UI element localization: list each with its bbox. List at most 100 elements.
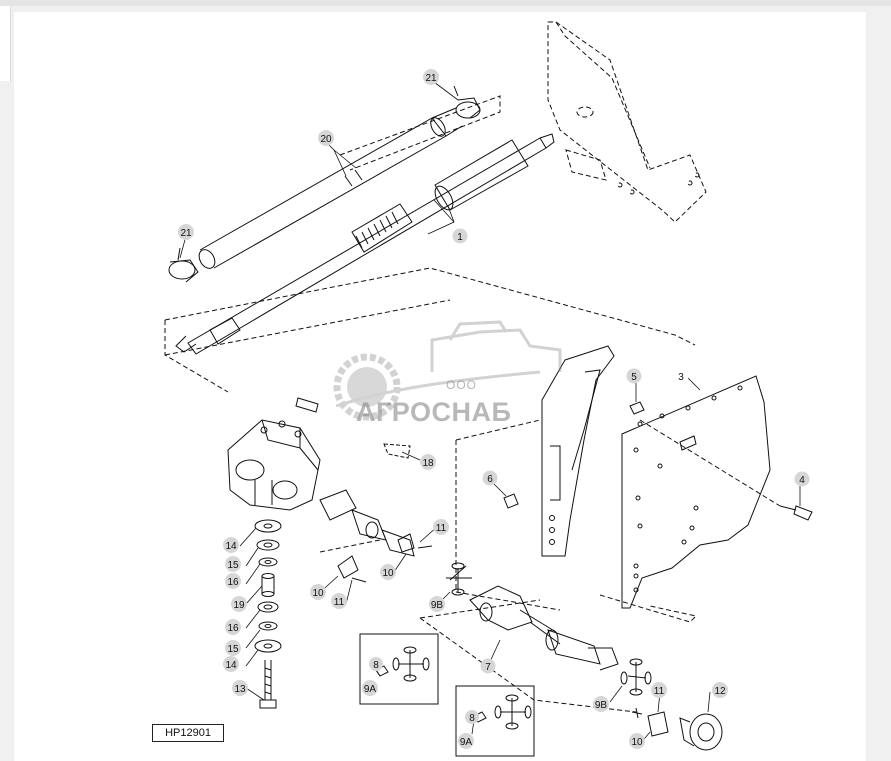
left-panel-strip <box>0 6 11 81</box>
callouts: 1 3 4 5 6 7 8 8 9A 9A 9B 9B 10 10 10 11 … <box>178 69 810 749</box>
callout-21-lower: 21 <box>178 224 194 240</box>
callout-13: 13 <box>232 680 248 696</box>
coupling-chain <box>319 489 415 557</box>
nut-5 <box>629 401 645 415</box>
callout-14a: 14 <box>223 537 239 553</box>
clamp-10-11-middle <box>337 555 367 583</box>
mount-plate-3 <box>621 375 771 609</box>
svg-text:1: 1 <box>457 232 463 243</box>
callout-8b: 8 <box>465 710 479 724</box>
callout-11c: 11 <box>651 682 667 698</box>
callout-6: 6 <box>482 470 498 486</box>
callout-3: 3 <box>673 368 689 384</box>
callout-10a: 10 <box>310 584 326 600</box>
svg-text:6: 6 <box>487 474 493 485</box>
cross-joint-9a-left <box>375 646 430 682</box>
center-vertical-bracket <box>541 345 615 557</box>
svg-text:14: 14 <box>225 660 237 671</box>
svg-text:11: 11 <box>334 597 345 608</box>
svg-text:15: 15 <box>227 560 239 571</box>
svg-text:9A: 9A <box>460 737 473 748</box>
svg-text:8: 8 <box>469 713 475 724</box>
svg-text:16: 16 <box>227 623 239 634</box>
callout-9b-lower: 9B <box>593 696 609 712</box>
cross-joint-9b-lower <box>620 658 652 696</box>
dashed-group-plate <box>599 419 781 623</box>
inset-box-9a-right <box>455 685 535 757</box>
hub-12 <box>679 713 723 751</box>
svg-text:4: 4 <box>799 475 805 486</box>
svg-text:11: 11 <box>436 523 447 534</box>
svg-text:16: 16 <box>227 577 239 588</box>
cross-joint-9a-right <box>473 694 532 730</box>
svg-text:20: 20 <box>320 134 332 145</box>
callout-12: 12 <box>712 682 728 698</box>
svg-text:8: 8 <box>373 660 379 671</box>
cross-joint-9b-upper <box>446 562 472 596</box>
nut-6 <box>503 493 519 509</box>
svg-text:5: 5 <box>631 372 637 383</box>
clamp-21-upper <box>453 85 481 119</box>
svg-text:10: 10 <box>312 588 324 599</box>
clamp-10-11-right <box>397 533 433 553</box>
svg-text:19: 19 <box>233 600 245 611</box>
callout-19: 19 <box>231 596 247 612</box>
svg-text:12: 12 <box>714 686 726 697</box>
drive-shaft-1 <box>175 133 555 355</box>
callout-9a-right: 9A <box>458 733 474 749</box>
callout-10c: 10 <box>629 733 645 749</box>
callout-7: 7 <box>480 658 496 674</box>
callout-11b: 11 <box>331 593 347 609</box>
callout-15a: 15 <box>225 556 241 572</box>
svg-text:11: 11 <box>654 686 665 697</box>
inset-box-9a-left <box>359 633 439 705</box>
watermark-logo <box>333 320 562 421</box>
callout-16a: 16 <box>225 573 241 589</box>
callout-10b: 10 <box>380 564 396 580</box>
clamp-10-11-bottom <box>631 707 669 737</box>
callout-21-upper: 21 <box>423 69 439 85</box>
clamp-21-lower <box>168 247 199 283</box>
shaft-tube-20 <box>198 107 463 269</box>
svg-text:21: 21 <box>425 73 437 84</box>
callout-1: 1 <box>452 228 468 244</box>
dashed-mount-center <box>455 419 561 611</box>
callout-4: 4 <box>794 471 810 487</box>
callout-11a: 11 <box>433 519 449 535</box>
svg-text:10: 10 <box>631 737 643 748</box>
bolt-4 <box>779 505 813 521</box>
callout-9b-upper: 9B <box>429 596 445 612</box>
figure-reference-code: HP12901 <box>152 724 224 742</box>
gearbox-assembly <box>227 419 321 511</box>
callout-8a: 8 <box>369 657 383 671</box>
svg-text:18: 18 <box>422 458 434 469</box>
svg-text:15: 15 <box>227 644 239 655</box>
top-bar <box>0 0 891 6</box>
upper-bracket <box>547 21 707 223</box>
callout-5: 5 <box>626 368 642 384</box>
bolt-upper-left <box>295 397 319 413</box>
svg-text:21: 21 <box>180 228 192 239</box>
parts-diagram-sheet <box>14 12 866 761</box>
callout-9a-left: 9A <box>362 680 378 696</box>
callout-20: 20 <box>318 130 334 146</box>
watermark-prefix: ООО <box>446 378 478 392</box>
driveline-7 <box>469 585 619 671</box>
bracket-18 <box>383 443 411 459</box>
svg-text:9A: 9A <box>364 684 377 695</box>
svg-text:10: 10 <box>382 568 394 579</box>
svg-text:14: 14 <box>225 541 237 552</box>
dashed-group-shafts <box>164 267 696 393</box>
svg-text:3: 3 <box>678 372 684 383</box>
svg-text:9B: 9B <box>431 600 444 611</box>
watermark-company-name: АГРОСНАБ <box>356 397 512 427</box>
callout-18: 18 <box>420 454 436 470</box>
callout-15b: 15 <box>225 640 241 656</box>
svg-text:13: 13 <box>234 684 246 695</box>
svg-text:9B: 9B <box>595 700 608 711</box>
callout-14b: 14 <box>223 656 239 672</box>
callout-16b: 16 <box>225 619 241 635</box>
svg-text:7: 7 <box>485 662 491 673</box>
washer-stack <box>254 519 282 709</box>
